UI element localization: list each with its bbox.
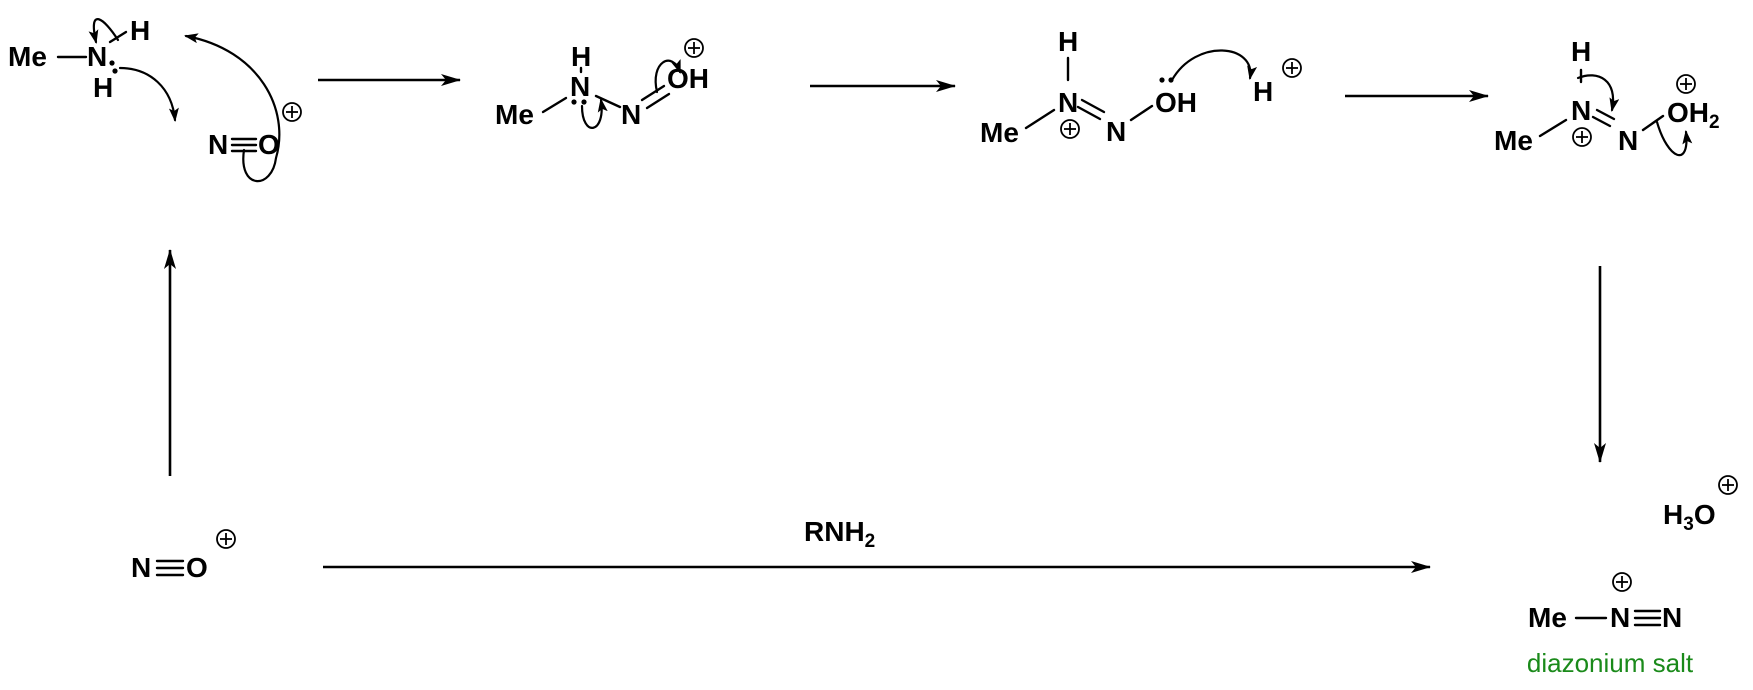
atom-n: N	[1571, 95, 1591, 126]
diazonium-product: Me N N diazonium salt	[1527, 572, 1694, 678]
atom-n: N	[1058, 87, 1078, 118]
lone-pair-dot	[571, 99, 577, 105]
subscript-2: 2	[1709, 112, 1720, 133]
atom-n: N	[208, 129, 228, 160]
atom-oh2: OH2	[1667, 97, 1720, 133]
atom-o: O	[258, 129, 280, 160]
curly-arrow-lone-pair	[118, 66, 179, 122]
curly-arrow-nh-bond	[88, 18, 120, 44]
atom-n: N	[621, 99, 641, 130]
bond-n-n-double	[1591, 115, 1612, 128]
atom-n: N	[1662, 602, 1682, 633]
atom-n: N	[131, 552, 151, 583]
atom-oh: OH	[667, 63, 709, 94]
reagent-label: RNH2	[804, 516, 875, 552]
atom-h-upper: H	[130, 15, 150, 46]
product-label: diazonium salt	[1527, 648, 1694, 678]
lone-pair-dot	[109, 60, 115, 66]
positive-charge-icon	[216, 529, 236, 549]
subscript-3: 3	[1683, 514, 1694, 535]
curly-arrow-nh-bond	[1576, 74, 1620, 112]
o-text: O	[1694, 499, 1716, 530]
bond-me-n	[1538, 118, 1568, 138]
positive-charge-icon	[1060, 119, 1080, 139]
atom-proton: H	[1253, 76, 1273, 107]
bond-n-o	[1641, 114, 1665, 132]
positive-charge-icon	[282, 102, 302, 122]
bond-n-o	[1129, 104, 1154, 122]
positive-charge-icon	[684, 38, 704, 58]
curly-arrow-protonation	[1170, 49, 1257, 82]
atom-o: O	[186, 552, 208, 583]
bond-n-h	[108, 30, 128, 44]
atom-n: N	[1106, 116, 1126, 147]
atom-me: Me	[8, 41, 47, 72]
hydronium: H3O	[1663, 475, 1738, 535]
protonated-diazohydroxide: H N Me N OH2	[1494, 36, 1720, 157]
atom-n: N	[1618, 125, 1638, 156]
curly-arrow-triple-bond	[184, 33, 281, 183]
curly-arrow-lone-pair	[580, 98, 608, 129]
atom-me: Me	[495, 99, 534, 130]
nitrosonium: N O	[131, 529, 236, 583]
positive-charge-icon	[1612, 572, 1632, 592]
positive-charge-icon	[1282, 58, 1302, 78]
methylamine-attack: Me N H H N O	[8, 15, 302, 183]
atom-h-lower: H	[93, 72, 113, 103]
atom-me: Me	[1494, 125, 1533, 156]
diazohydroxide-intermediate: H N Me N OH H	[980, 26, 1302, 148]
bond-n-o-double	[645, 92, 671, 110]
atom-h: H	[1058, 26, 1078, 57]
atom-oh: OH	[1155, 87, 1197, 118]
atom-h: H	[1571, 36, 1591, 67]
lone-pair-dot	[581, 99, 587, 105]
curly-arrow-no-bond	[654, 59, 682, 94]
bond-me-n	[541, 96, 568, 114]
oh-text: OH	[1667, 97, 1709, 128]
bond-n-n-double	[1076, 105, 1102, 121]
atom-me: Me	[980, 117, 1019, 148]
positive-charge-icon	[1676, 74, 1696, 94]
n-nitrosamine-intermediate: Me N H N OH	[495, 38, 709, 130]
positive-charge-icon	[1572, 127, 1592, 147]
subscript-2: 2	[865, 531, 876, 552]
hydronium-formula: H3O	[1663, 499, 1716, 535]
bond-n-n-double	[1595, 108, 1616, 121]
bond-n-n-double	[1080, 98, 1106, 114]
reagent-text: RNH	[804, 516, 865, 547]
curly-arrow-no-bond	[1655, 120, 1693, 157]
lone-pair-dot	[1159, 77, 1165, 83]
atom-n: N	[1610, 602, 1630, 633]
bond-me-n	[1024, 108, 1056, 130]
atom-me: Me	[1528, 602, 1567, 633]
atom-h: H	[571, 41, 591, 72]
bond-n-o-double	[640, 84, 666, 102]
h-text: H	[1663, 499, 1683, 530]
lone-pair-dot	[112, 68, 118, 74]
atom-n: N	[87, 41, 107, 72]
atom-n: N	[570, 71, 590, 102]
bond-n-n	[594, 94, 622, 109]
positive-charge-icon	[1718, 475, 1738, 495]
